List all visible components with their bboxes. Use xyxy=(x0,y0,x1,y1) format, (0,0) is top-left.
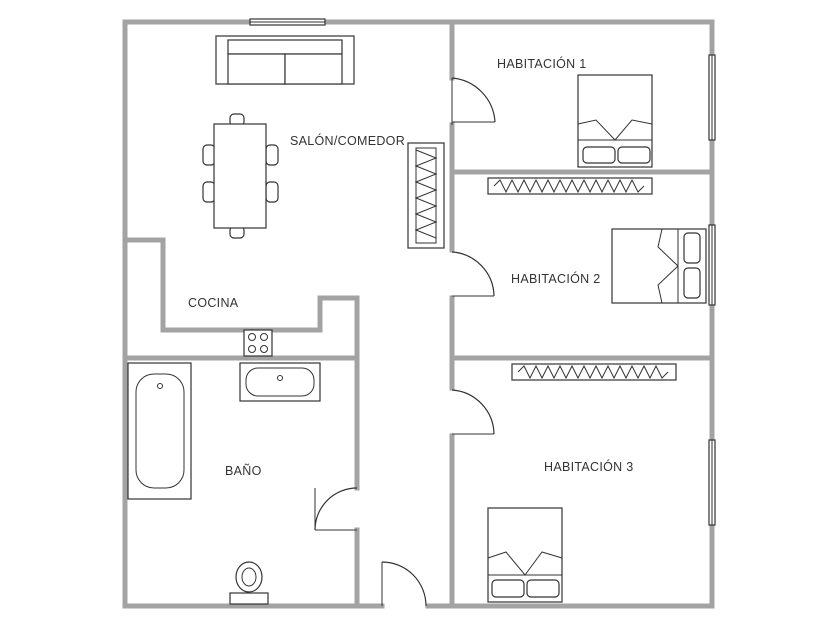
label-bedroom-2: HABITACIÓN 2 xyxy=(511,271,601,286)
door-bedroom3 xyxy=(451,389,495,435)
door-entrance xyxy=(381,561,427,607)
wardrobe-bedroom2 xyxy=(487,177,653,195)
living-wardrobe xyxy=(407,142,445,249)
windows xyxy=(249,18,716,526)
dining-table xyxy=(202,113,279,239)
bathtub xyxy=(127,362,192,500)
door-bedroom1 xyxy=(451,77,496,125)
toilet xyxy=(229,561,269,605)
bed-1 xyxy=(577,74,653,168)
bed-3 xyxy=(487,507,563,603)
label-kitchen: COCINA xyxy=(188,296,239,310)
bathroom-sink xyxy=(239,362,321,402)
doors xyxy=(314,77,496,607)
door-bedroom2 xyxy=(451,251,495,297)
wardrobe-bedroom3 xyxy=(511,363,677,381)
stove xyxy=(243,329,273,357)
label-bedroom-1: HABITACIÓN 1 xyxy=(497,56,587,71)
label-living-room: SALÓN/COMEDOR xyxy=(290,133,405,148)
label-bedroom-3: HABITACIÓN 3 xyxy=(544,459,634,474)
sofa xyxy=(215,35,355,85)
bed-2 xyxy=(611,228,707,304)
door-bathroom xyxy=(314,487,358,531)
walls xyxy=(122,19,715,609)
label-bathroom: BAÑO xyxy=(225,464,262,478)
